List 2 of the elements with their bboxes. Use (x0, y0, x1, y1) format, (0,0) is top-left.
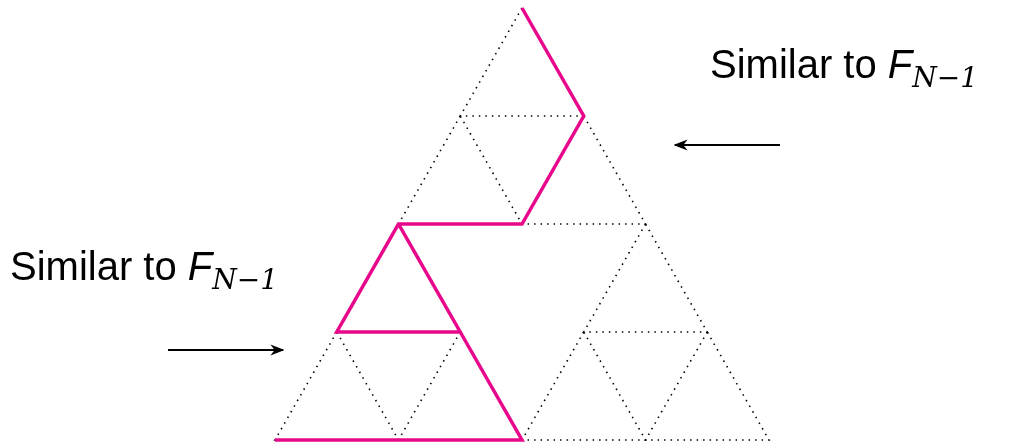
text-label: Similar to F$_{N−1}$ (710, 42, 979, 94)
text-label: Similar to F$_{N−1}$ (10, 244, 279, 296)
